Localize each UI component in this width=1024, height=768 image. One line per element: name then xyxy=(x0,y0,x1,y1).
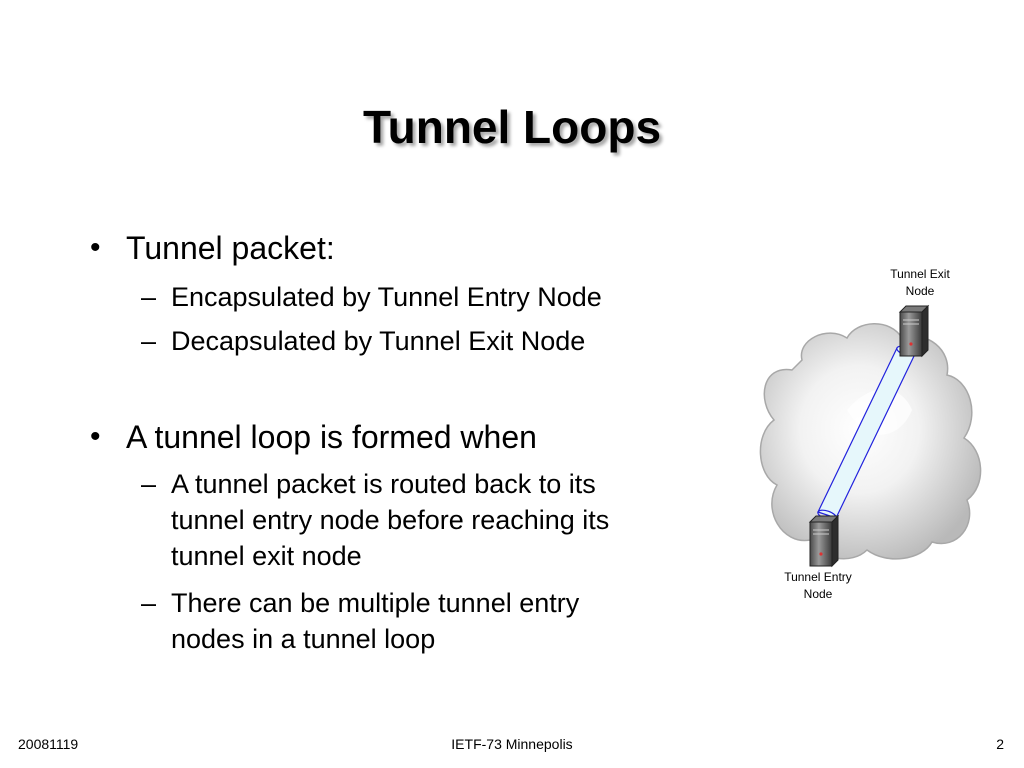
tunnel-diagram xyxy=(759,304,982,568)
footer-page-number: 2 xyxy=(996,736,1004,752)
sub-bullet-line: tunnel exit node xyxy=(171,541,362,571)
sub-bullet-marker: – xyxy=(141,588,157,618)
sub-bullet-item: – Decapsulated by Tunnel Exit Node xyxy=(141,323,586,359)
sub-bullet-item: – A tunnel packet is routed back to its … xyxy=(141,466,610,574)
sub-bullet-marker: – xyxy=(141,282,157,312)
entry-node-label-line: Node xyxy=(803,587,833,601)
sub-bullet-text: Encapsulated by Tunnel Entry Node xyxy=(171,282,602,312)
bullet-marker: • xyxy=(90,420,101,453)
exit-node-label-line: Tunnel Exit xyxy=(890,267,950,281)
exit-node-label-line: Node xyxy=(905,284,935,298)
bullet-marker: • xyxy=(90,231,101,264)
entry-server-icon xyxy=(808,514,840,568)
footer-event: IETF-73 Minnepolis xyxy=(451,736,573,752)
bullet-list: • Tunnel packet: – Encapsulated by Tunne… xyxy=(90,229,610,657)
sub-bullet-text: Decapsulated by Tunnel Exit Node xyxy=(171,326,586,356)
sub-bullet-marker: – xyxy=(141,469,157,499)
exit-server-icon xyxy=(898,304,930,358)
sub-bullet-line: A tunnel packet is routed back to its xyxy=(171,469,596,499)
sub-bullet-line: tunnel entry node before reaching its xyxy=(171,505,610,535)
sub-bullet-item: – There can be multiple tunnel entry nod… xyxy=(141,585,580,657)
sub-bullet-line: There can be multiple tunnel entry xyxy=(171,588,580,618)
bullet-text: A tunnel loop is formed when xyxy=(126,419,537,455)
sub-bullet-line: nodes in a tunnel loop xyxy=(171,624,436,654)
sub-bullet-item: – Encapsulated by Tunnel Entry Node xyxy=(141,279,602,315)
bullet-item: • A tunnel loop is formed when xyxy=(90,418,537,456)
entry-node-label: Tunnel Entry Node xyxy=(766,569,870,603)
bullet-item: • Tunnel packet: xyxy=(90,229,335,267)
bullet-text: Tunnel packet: xyxy=(126,230,335,266)
entry-node-label-line: Tunnel Entry xyxy=(784,570,852,584)
sub-bullet-marker: – xyxy=(141,326,157,356)
footer-date: 20081119 xyxy=(18,736,79,752)
slide-title: Tunnel Loops xyxy=(362,101,662,153)
exit-node-label: Tunnel Exit Node xyxy=(868,266,972,300)
